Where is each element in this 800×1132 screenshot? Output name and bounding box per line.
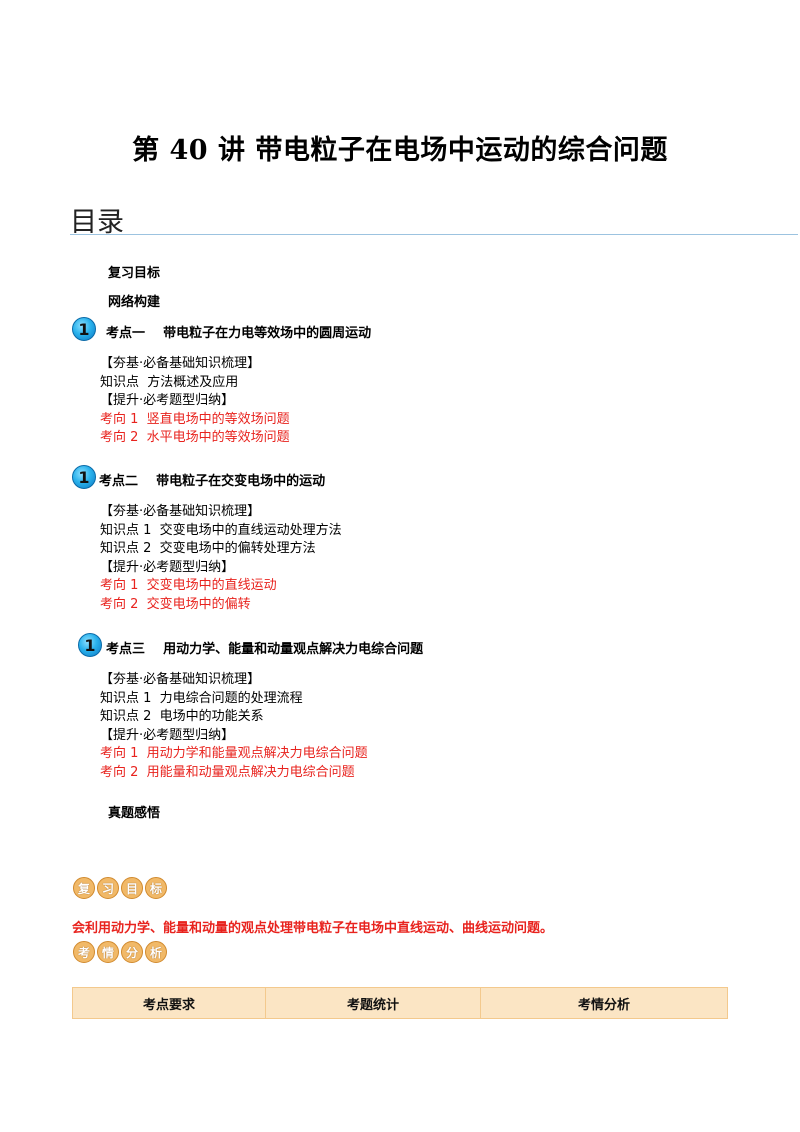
toc-line[interactable]: 考向 1 交变电场中的直线运动	[100, 578, 277, 594]
number-badge-icon: 1	[78, 633, 102, 657]
section-title[interactable]: 考点三 用动力学、能量和动量观点解决力电综合问题	[106, 642, 424, 657]
toc-divider	[70, 234, 798, 235]
column-header-analysis: 考情分析	[480, 987, 728, 1019]
number-badge-icon: 1	[72, 317, 96, 341]
toc-line[interactable]: 知识点 方法概述及应用	[100, 374, 239, 390]
stamp-char: 情	[97, 941, 119, 963]
document-title: 第 40 讲 带电粒子在电场中运动的综合问题	[132, 135, 668, 166]
section-title[interactable]: 考点二 带电粒子在交变电场中的运动	[99, 474, 326, 489]
stamp-char: 标	[145, 877, 167, 899]
stamp-char: 复	[73, 877, 95, 899]
toc-heading: 目录	[70, 207, 124, 238]
toc-section-3: 1 考点三 用动力学、能量和动量观点解决力电综合问题 【夯基·必备基础知识梳理】…	[72, 633, 772, 783]
toc-line[interactable]: 考向 2 用能量和动量观点解决力电综合问题	[100, 764, 355, 780]
section-lines: 【夯基·必备基础知识梳理】 知识点 1 力电综合问题的处理流程 知识点 2 电场…	[100, 671, 772, 783]
toc-section-1: 1 考点一 带电粒子在力电等效场中的圆周运动 【夯基·必备基础知识梳理】 知识点…	[72, 317, 772, 448]
toc-line[interactable]: 考向 1 竖直电场中的等效场问题	[100, 411, 290, 427]
stamp-char: 分	[121, 941, 143, 963]
toc-line[interactable]: 【夯基·必备基础知识梳理】	[100, 672, 261, 687]
number-badge-icon: 1	[72, 465, 96, 489]
section-lines: 【夯基·必备基础知识梳理】 知识点 1 交变电场中的直线运动处理方法 知识点 2…	[100, 503, 772, 615]
toc-line[interactable]: 【提升·必考题型归纳】	[100, 559, 235, 575]
toc-item-review-goals[interactable]: 复习目标	[108, 266, 161, 281]
toc-line[interactable]: 考向 2 水平电场中的等效场问题	[100, 430, 290, 446]
table-header-row: 考点要求 考题统计 考情分析	[72, 987, 728, 1019]
toc-line[interactable]: 考向 1 用动力学和能量观点解决力电综合问题	[100, 746, 368, 762]
toc-section-2: 1 考点二 带电粒子在交变电场中的运动 【夯基·必备基础知识梳理】 知识点 1 …	[72, 465, 772, 615]
review-goal-text: 会利用动力学、能量和动量的观点处理带电粒子在电场中直线运动、曲线运动问题。	[72, 921, 554, 936]
toc-line[interactable]: 【提升·必考题型归纳】	[100, 727, 235, 743]
toc-line[interactable]: 知识点 2 交变电场中的偏转处理方法	[100, 541, 316, 557]
stamp-char: 目	[121, 877, 143, 899]
toc-line[interactable]: 知识点 1 力电综合问题的处理流程	[100, 690, 303, 706]
exam-stats-table: 考点要求 考题统计 考情分析	[72, 987, 728, 1019]
toc-item-real-exam[interactable]: 真题感悟	[108, 806, 161, 821]
stamp-char: 考	[73, 941, 95, 963]
toc-line[interactable]: 知识点 1 交变电场中的直线运动处理方法	[100, 522, 342, 538]
stamp-char: 析	[145, 941, 167, 963]
toc-item-network[interactable]: 网络构建	[108, 295, 161, 310]
toc-line[interactable]: 【夯基·必备基础知识梳理】	[100, 504, 261, 519]
stamp-char: 习	[97, 877, 119, 899]
column-header-requirements: 考点要求	[72, 987, 266, 1019]
toc-line[interactable]: 【夯基·必备基础知识梳理】	[100, 356, 261, 371]
exam-analysis-stamp: 考 情 分 析	[73, 941, 167, 963]
toc-line[interactable]: 考向 2 交变电场中的偏转	[100, 596, 251, 612]
toc-line[interactable]: 知识点 2 电场中的功能关系	[100, 709, 264, 725]
column-header-statistics: 考题统计	[265, 987, 481, 1019]
section-title[interactable]: 考点一 带电粒子在力电等效场中的圆周运动	[106, 326, 372, 341]
section-lines: 【夯基·必备基础知识梳理】 知识点 方法概述及应用 【提升·必考题型归纳】 考向…	[100, 355, 772, 448]
toc-line[interactable]: 【提升·必考题型归纳】	[100, 393, 235, 409]
review-goals-stamp: 复 习 目 标	[73, 877, 167, 899]
